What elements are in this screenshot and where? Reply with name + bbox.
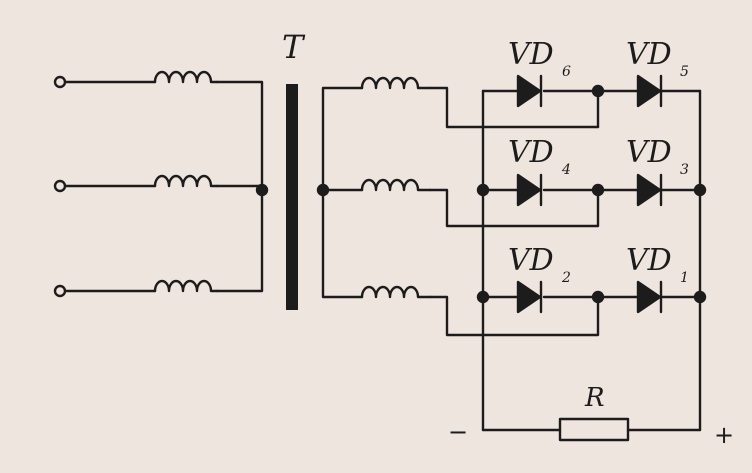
diode-index: 4	[561, 162, 571, 178]
diode-name: VD	[508, 243, 554, 278]
transformer-core	[286, 84, 298, 310]
label-vd6: VD 6	[508, 37, 571, 80]
secondary-coil-3	[360, 285, 432, 299]
primary-star-node	[255, 183, 269, 197]
secondary-coil-2	[360, 178, 432, 192]
diode-index: 5	[680, 64, 689, 80]
primary-coil-2	[153, 174, 219, 188]
input-terminal-2	[53, 179, 67, 193]
primary-wire-3	[63, 188, 264, 293]
label-vd5: VD 5	[626, 37, 689, 80]
primary-coil-3	[153, 279, 219, 293]
secondary-wire-1	[321, 86, 600, 192]
junction-dots	[476, 84, 707, 304]
label-vd4: VD 4	[508, 135, 571, 178]
junction-dot	[693, 290, 707, 304]
label-vd1: VD 1	[626, 243, 689, 286]
label-vd3: VD 3	[626, 135, 689, 178]
minus-sign: −	[448, 418, 468, 446]
primary-side	[53, 70, 269, 298]
secondary-wire-3	[321, 188, 600, 337]
primary-wire-1	[63, 80, 264, 192]
diode-index: 6	[562, 64, 571, 80]
diode-index: 2	[561, 270, 571, 286]
junction-dot	[591, 290, 605, 304]
diode-vd5	[636, 74, 663, 108]
secondary-coil-1	[360, 76, 432, 90]
secondary-side	[316, 76, 600, 337]
diode-index: 3	[680, 162, 689, 178]
input-terminal-1	[53, 75, 67, 89]
input-terminal-3	[53, 284, 67, 298]
plus-sign: +	[714, 421, 734, 449]
junction-dot	[476, 290, 490, 304]
diode-vd6	[516, 74, 543, 108]
secondary-star-node	[316, 183, 330, 197]
load-resistor	[558, 417, 630, 442]
diode-name: VD	[508, 37, 554, 72]
diode-vd4	[516, 173, 543, 207]
junction-dot	[591, 84, 605, 98]
diode-name: VD	[626, 37, 672, 72]
diode-name: VD	[508, 135, 554, 170]
primary-coil-1	[153, 70, 219, 84]
diode-vd3	[636, 173, 663, 207]
junction-dot	[693, 183, 707, 197]
diode-index: 1	[680, 270, 689, 286]
junction-dot	[476, 183, 490, 197]
transformer-label: T	[282, 28, 306, 66]
secondary-wire-2	[321, 188, 600, 228]
junction-dot	[591, 183, 605, 197]
label-vd2: VD 2	[508, 243, 571, 286]
diode-vd1	[636, 280, 663, 314]
diode-vd2	[516, 280, 543, 314]
diode-name: VD	[626, 243, 672, 278]
diode-name: VD	[626, 135, 672, 170]
resistor-label: R	[584, 383, 605, 413]
